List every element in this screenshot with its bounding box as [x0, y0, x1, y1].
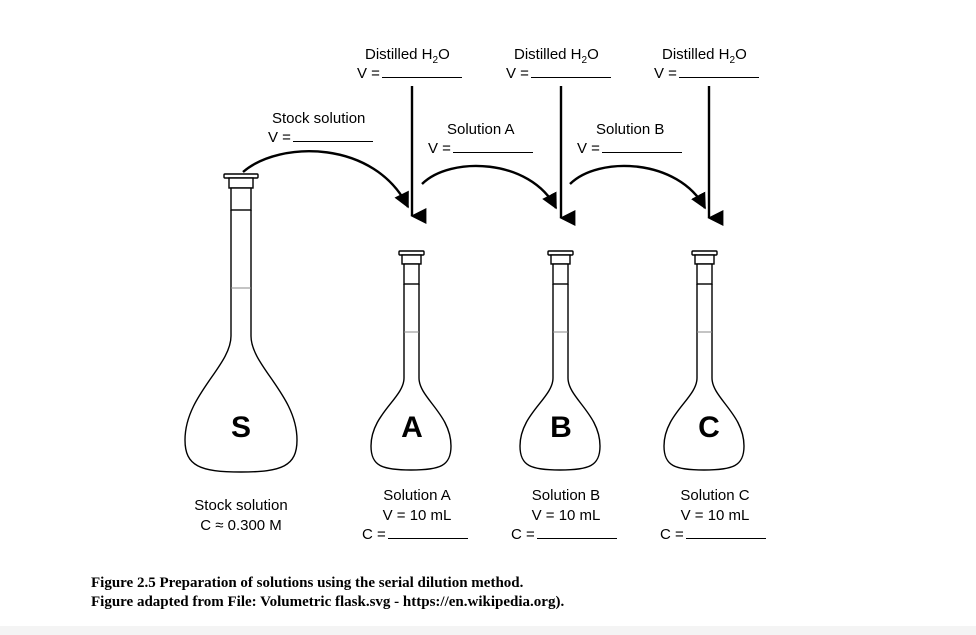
- water-label-a: Distilled H2O: [365, 46, 450, 66]
- flask-concentration-c: C =: [660, 525, 766, 543]
- answer-blank[interactable]: [536, 525, 617, 539]
- flask-name-stock: Stock solution: [194, 497, 288, 514]
- transfer-label-b: Solution B: [596, 121, 665, 138]
- answer-blank[interactable]: [685, 525, 766, 539]
- caption-line-2: Figure adapted from File: Volumetric fla…: [91, 594, 565, 610]
- answer-blank[interactable]: [678, 64, 759, 78]
- water-volume-a: V =: [357, 64, 462, 82]
- flask-letter-s: S: [230, 411, 252, 444]
- flask-b: [519, 250, 601, 471]
- flask-volume-a: V = 10 mL: [382, 507, 452, 524]
- flask-name-c: Solution C: [680, 487, 750, 504]
- flask-volume-b: V = 10 mL: [531, 507, 601, 524]
- flask-letter-a: A: [401, 411, 423, 444]
- answer-blank[interactable]: [452, 139, 533, 153]
- water-volume-b: V =: [506, 64, 611, 82]
- bottom-margin-strip: [0, 626, 976, 635]
- answer-blank[interactable]: [292, 128, 373, 142]
- flask-letter-c: C: [698, 411, 720, 444]
- transfer-label-a: Solution A: [447, 121, 515, 138]
- transfer-volume-a: V =: [428, 139, 533, 157]
- flask-c: [663, 250, 745, 471]
- flask-a: [370, 250, 452, 471]
- flask-letter-b: B: [550, 411, 572, 444]
- answer-blank[interactable]: [387, 525, 468, 539]
- answer-blank[interactable]: [530, 64, 611, 78]
- transfer-volume-b: V =: [577, 139, 682, 157]
- flask-stock: [184, 173, 298, 473]
- water-label-c: Distilled H2O: [662, 46, 747, 66]
- flask-name-a: Solution A: [383, 487, 451, 504]
- answer-blank[interactable]: [601, 139, 682, 153]
- water-label-b: Distilled H2O: [514, 46, 599, 66]
- transfer-arrow-a-to-b: [421, 164, 558, 210]
- flask-concentration-b: C =: [511, 525, 617, 543]
- transfer-volume-stock: V =: [268, 128, 373, 146]
- flask-concentration-a: C =: [362, 525, 468, 543]
- water-volume-c: V =: [654, 64, 759, 82]
- flask-volume-c: V = 10 mL: [680, 507, 750, 524]
- caption-line-1: Figure 2.5 Preparation of solutions usin…: [91, 575, 524, 591]
- transfer-arrow-b-to-c: [569, 164, 707, 210]
- figure-caption: Figure 2.5 Preparation of solutions usin…: [91, 574, 564, 612]
- answer-blank[interactable]: [381, 64, 462, 78]
- flask-name-b: Solution B: [531, 487, 601, 504]
- transfer-arrow-stock-to-a: [242, 150, 410, 209]
- transfer-label-stock: Stock solution: [272, 110, 366, 127]
- flask-concentration-stock: C ≈ 0.300 M: [200, 517, 282, 534]
